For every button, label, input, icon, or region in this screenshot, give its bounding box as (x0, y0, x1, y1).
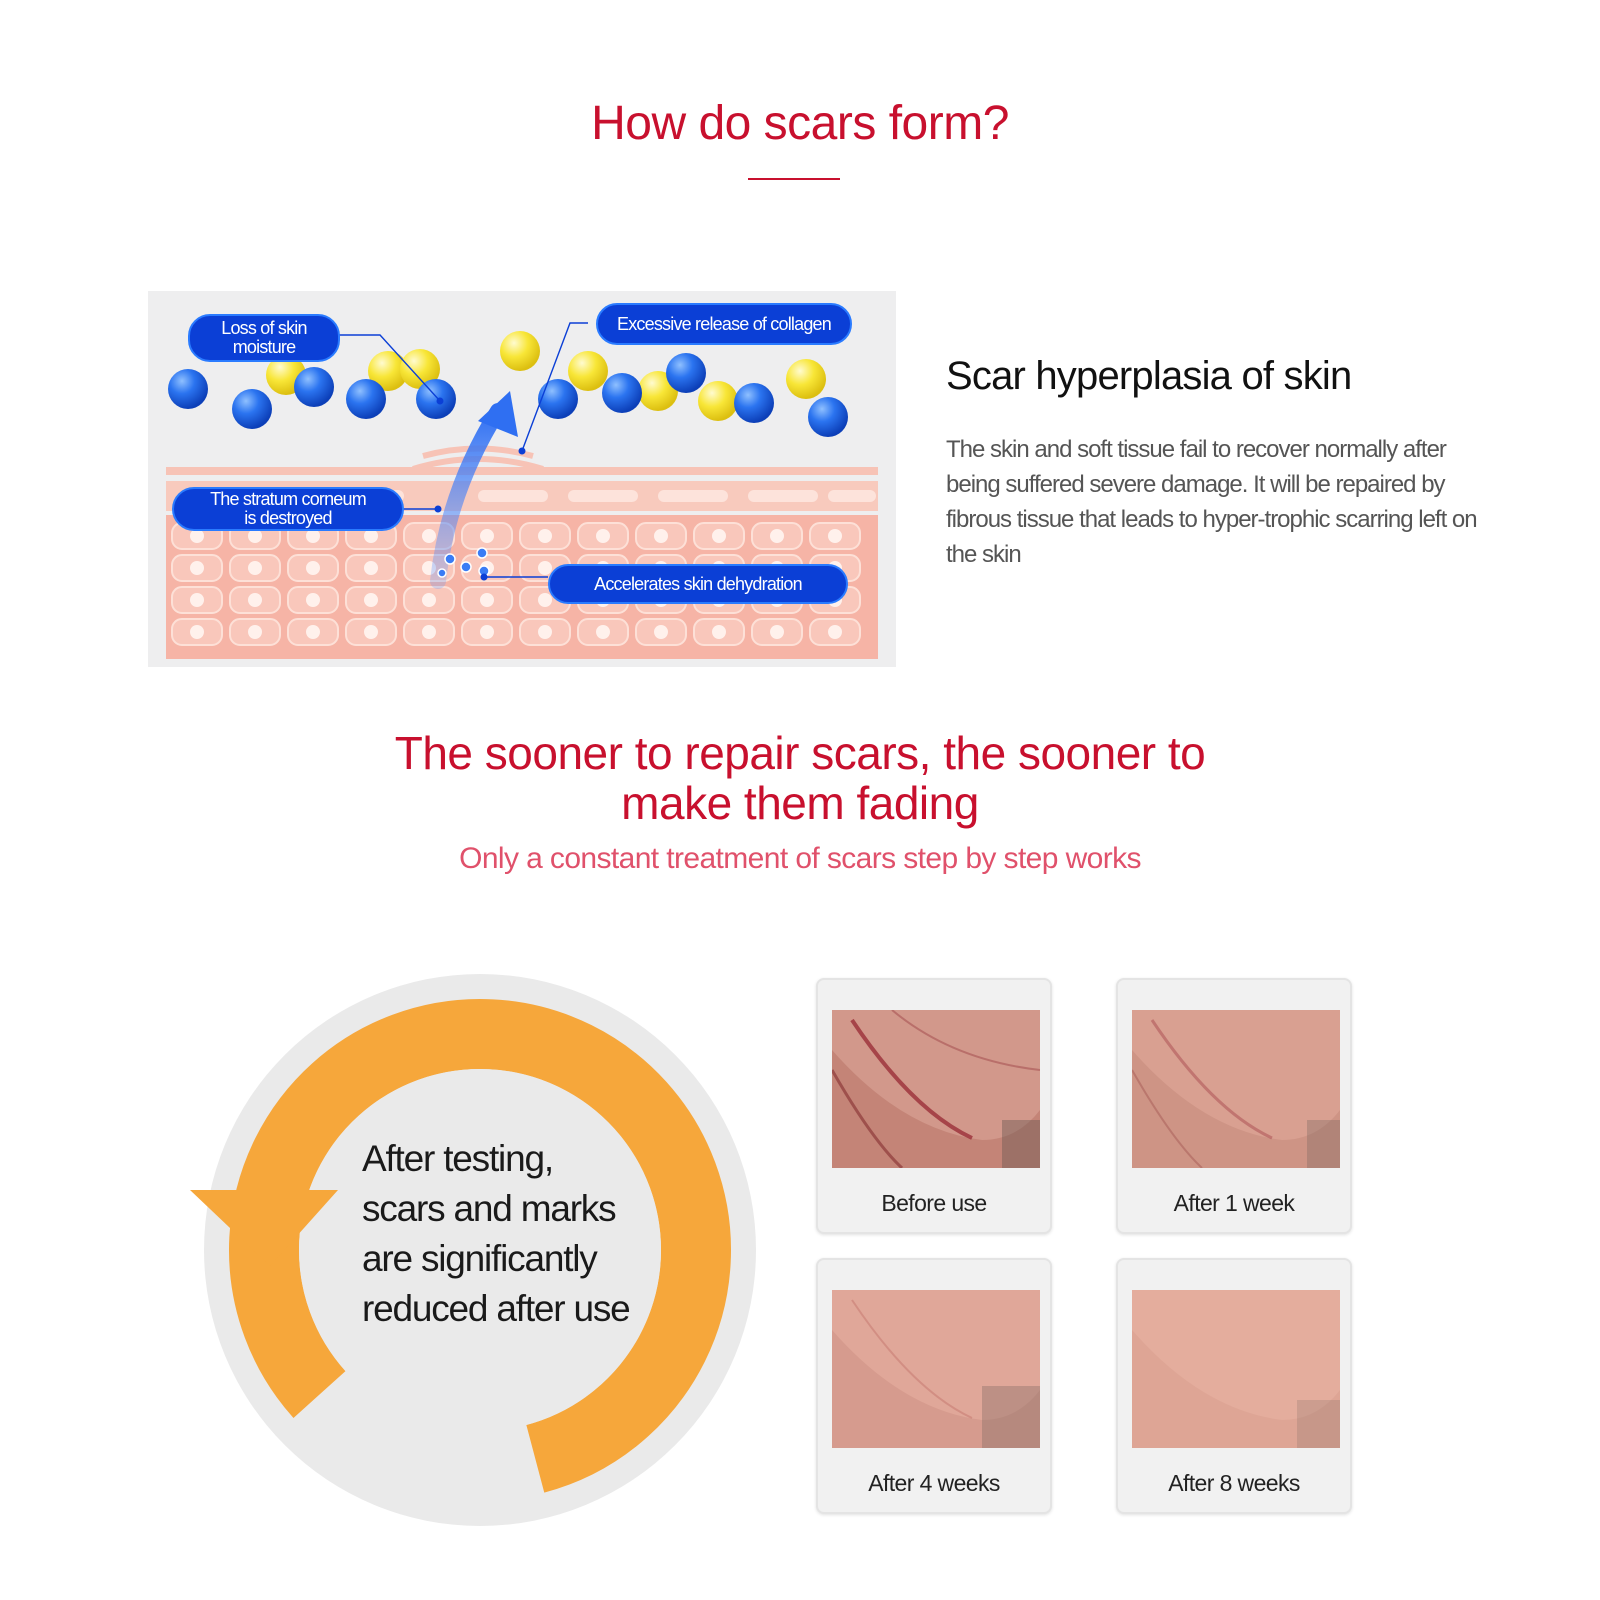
cycle-text-line-3: are significantly (362, 1238, 598, 1279)
result-caption-week-1: After 1 week (1173, 1190, 1295, 1216)
label-loss-of-skin-moisture: Loss of skin moisture (188, 314, 340, 362)
repair-subheading: Only a constant treatment of scars step … (459, 842, 1141, 875)
label-stratum-corneum-destroyed: The stratum corneum is destroyed (172, 487, 404, 531)
cycle-text-line-1: After testing, (362, 1138, 554, 1179)
result-card-week-4: After 4 weeks (816, 1258, 1052, 1514)
result-card-week-8: After 8 weeks (1116, 1258, 1352, 1514)
result-caption-week-8: After 8 weeks (1168, 1470, 1300, 1496)
repair-heading-line-2: make them fading (621, 777, 979, 829)
result-card-before: Before use (816, 978, 1052, 1234)
title-underline (748, 178, 840, 180)
label-skin-dehydration: Accelerates skin dehydration (548, 564, 848, 604)
cycle-arrow-icon (190, 1190, 338, 1266)
section-heading: Scar hyperplasia of skin (946, 354, 1352, 398)
result-caption-before: Before use (881, 1190, 987, 1216)
skin-photo-week-4 (832, 1290, 1040, 1448)
label-excessive-collagen: Excessive release of collagen (596, 303, 852, 345)
cycle-text-line-4: reduced after use (362, 1288, 631, 1329)
result-card-week-1: After 1 week (1116, 978, 1352, 1234)
page-title: How do scars form? (591, 97, 1009, 150)
skin-photo-before (832, 1010, 1040, 1168)
skin-photo-week-1 (1132, 1010, 1340, 1168)
up-arrow-icon (430, 403, 506, 589)
repair-heading-line-1: The sooner to repair scars, the sooner t… (394, 727, 1206, 779)
section-description: The skin and soft tissue fail to recover… (946, 436, 1478, 568)
cycle-text: After testing, scars and marks are signi… (362, 1134, 662, 1334)
result-caption-week-4: After 4 weeks (868, 1470, 1000, 1496)
cycle-ring (228, 999, 731, 1501)
collagen-molecules (168, 331, 848, 437)
cycle-graphic (190, 974, 756, 1526)
cycle-text-line-2: scars and marks (362, 1188, 617, 1229)
repair-heading: The sooner to repair scars, the sooner t… (0, 728, 1600, 828)
skin-photo-week-8 (1132, 1290, 1340, 1448)
